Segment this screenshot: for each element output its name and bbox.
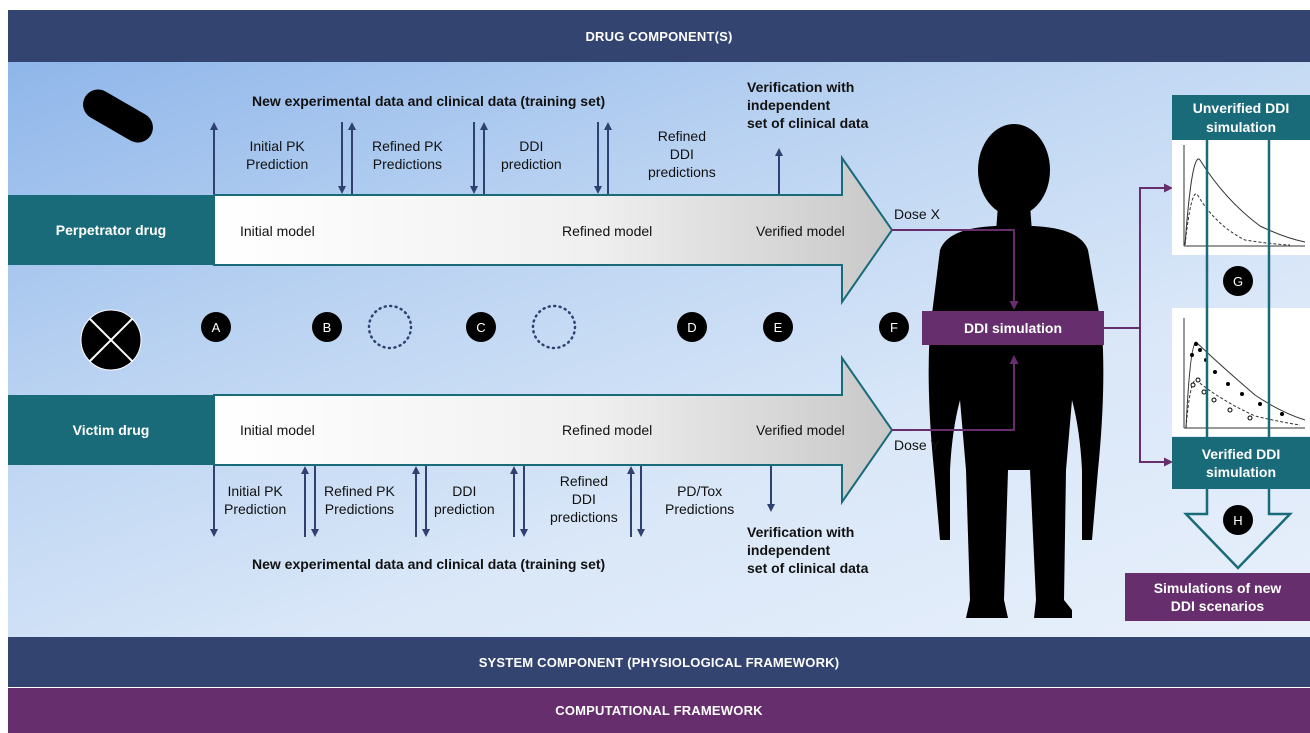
perpetrator-stage-refined: Refined model <box>562 223 653 239</box>
perpetrator-step-refined-pk: Refined PK Predictions <box>372 138 443 173</box>
victim-verification-label: Verification with independent set of cli… <box>747 524 869 577</box>
unverified-chart-panel <box>1172 140 1310 255</box>
victim-step-refined-pk: Refined PK Predictions <box>324 483 395 518</box>
victim-step-initial-pk: Initial PK Prediction <box>224 483 287 518</box>
perpetrator-step-initial-pk: Initial PK Prediction <box>246 138 309 173</box>
victim-step-ddi: DDI prediction <box>434 483 495 518</box>
verified-plasma-curve <box>1183 318 1306 429</box>
pill-icon <box>83 89 153 143</box>
ddi-simulation-box: DDI simulation <box>922 311 1104 345</box>
unverified-ddi-simulation-box: Unverified DDI simulation <box>1172 95 1310 140</box>
perpetrator-model-arrow <box>213 154 894 306</box>
verified-ddi-simulation-box: Verified DDI simulation <box>1172 437 1310 489</box>
verified-chart-panel <box>1172 308 1310 436</box>
victim-model-arrow <box>213 354 894 506</box>
victim-stage-verified: Verified model <box>756 422 845 438</box>
computational-framework-band: COMPUTATIONAL FRAMEWORK <box>8 688 1310 733</box>
victim-step-pdtox: PD/Tox Predictions <box>665 483 735 518</box>
perpetrator-verification-label: Verification with independent set of cli… <box>747 79 869 132</box>
victim-step-refined-ddi: Refined DDI predictions <box>550 473 618 526</box>
perpetrator-drug-label: Perpetrator drug <box>8 195 214 265</box>
marker-c: C <box>466 312 496 342</box>
dotted-circle-icon <box>531 304 577 350</box>
scenario-arrow <box>1183 489 1293 570</box>
marker-g: G <box>1223 266 1253 296</box>
victim-training-set-label: New experimental data and clinical data … <box>252 556 606 572</box>
dose-y-label: Dose Y <box>894 437 940 453</box>
crossed-circle-icon <box>80 309 142 371</box>
perpetrator-stage-initial: Initial model <box>240 223 315 239</box>
drug-component-band: DRUG COMPONENT(S) <box>8 10 1310 62</box>
marker-d: D <box>677 312 707 342</box>
victim-drug-label: Victim drug <box>8 395 214 465</box>
system-component-band: SYSTEM COMPONENT (PHYSIOLOGICAL FRAMEWOR… <box>8 637 1310 687</box>
marker-b: B <box>312 312 342 342</box>
victim-stage-refined: Refined model <box>562 422 653 438</box>
marker-h: H <box>1223 505 1253 535</box>
human-silhouette-icon <box>928 124 1104 618</box>
perpetrator-training-set-label: New experimental data and clinical data … <box>252 93 606 109</box>
perpetrator-stage-verified: Verified model <box>756 223 845 239</box>
perpetrator-step-ddi: DDI prediction <box>501 138 562 173</box>
dose-x-label: Dose X <box>894 206 940 222</box>
new-ddi-scenarios-box: Simulations of new DDI scenarios <box>1125 573 1310 621</box>
unverified-plasma-curve <box>1183 145 1306 247</box>
marker-a: A <box>201 312 231 342</box>
perpetrator-step-refined-ddi: Refined DDI predictions <box>648 128 716 181</box>
observed-open-points <box>1190 377 1253 421</box>
dotted-circle-icon <box>367 304 413 350</box>
victim-stage-initial: Initial model <box>240 422 315 438</box>
marker-e: E <box>763 312 793 342</box>
marker-f: F <box>879 312 909 342</box>
